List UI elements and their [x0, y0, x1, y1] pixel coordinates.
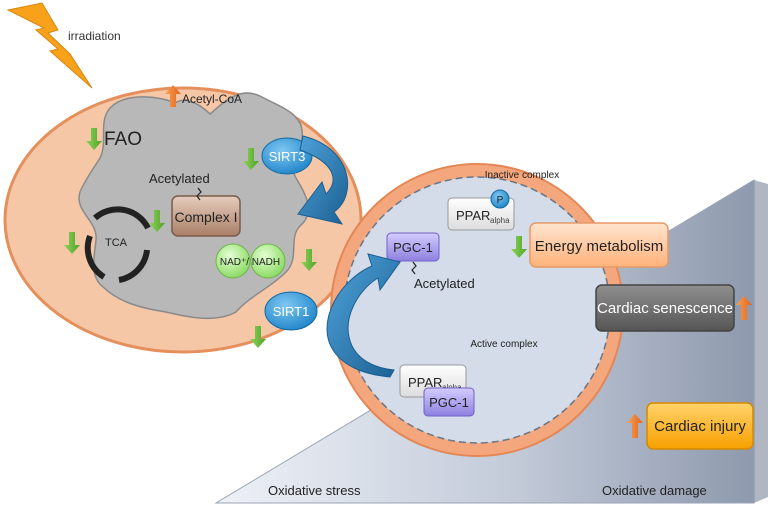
curved-arrow-icon: [326, 253, 401, 378]
cardiac-injury-box: Cardiac injury: [646, 402, 754, 450]
ppar-top-sub: alpha: [490, 216, 510, 225]
fao-label: FAO: [104, 129, 142, 150]
sirt1-label: SIRT1: [273, 304, 310, 319]
sirt1-node: SIRT1: [264, 291, 318, 331]
curved-arrow-icon: [297, 135, 349, 225]
oxidative-gradient-triangle-side: [754, 180, 768, 503]
pgc1-bottom: PGC-1: [423, 387, 475, 417]
oxidative-damage-label: Oxidative damage: [602, 483, 707, 498]
nad-label: NAD⁺/ NADH: [220, 257, 280, 268]
up-arrow-icon: [165, 85, 181, 107]
tca-cycle: [84, 206, 151, 283]
lightning-bolt-icon: [6, 2, 93, 89]
down-arrow-icon: [301, 249, 317, 271]
down-arrow-icon: [86, 128, 102, 150]
down-arrow-icon: [149, 210, 165, 232]
ppar-top-label: PPAR: [456, 208, 490, 223]
pgc1-top-label: PGC-1: [393, 240, 433, 255]
ppar-bottom-label: PPAR: [408, 375, 442, 390]
acetyl-coa-label: Acetyl-CoA: [182, 92, 242, 106]
complex-1-label: Complex I: [174, 209, 237, 225]
acetyl-squiggle-nuc: [411, 261, 417, 275]
acetylated-nuc-label: Acetylated: [414, 276, 475, 291]
cardiac-senescence-label: Cardiac senescence: [597, 300, 733, 317]
energy-metabolism-box: Energy metabolism: [529, 222, 669, 268]
acetylated-mito-label: Acetylated: [149, 171, 210, 186]
acetyl-squiggle-mito: [196, 187, 202, 201]
sirt3-node: SIRT3: [261, 137, 313, 175]
cardiac-senescence-box: Cardiac senescence: [595, 284, 735, 332]
active-complex-label: Active complex: [470, 339, 537, 350]
oxidative-stress-label: Oxidative stress: [268, 483, 361, 498]
phosphate-badge: P: [490, 189, 510, 209]
up-arrow-icon: [627, 414, 643, 438]
energy-metabolism-label: Energy metabolism: [535, 238, 663, 255]
down-arrow-icon: [250, 326, 266, 348]
pgc1-top: PGC-1: [386, 232, 440, 262]
inactive-complex-label: Inactive complex: [485, 170, 559, 181]
down-arrow-icon: [64, 232, 80, 254]
sirt3-label: SIRT3: [269, 149, 306, 164]
nad-node: NAD⁺/ NADH: [215, 243, 286, 279]
complex-1-box: Complex I: [171, 195, 241, 237]
down-arrow-icon: [243, 148, 259, 170]
up-arrow-icon: [736, 296, 752, 320]
down-arrow-icon: [511, 236, 527, 258]
pgc1-bottom-label: PGC-1: [429, 395, 469, 410]
tca-label: TCA: [105, 237, 128, 249]
p-badge-label: P: [497, 195, 504, 206]
cardiac-injury-label: Cardiac injury: [654, 418, 746, 435]
irradiation-label: irradiation: [68, 29, 121, 43]
